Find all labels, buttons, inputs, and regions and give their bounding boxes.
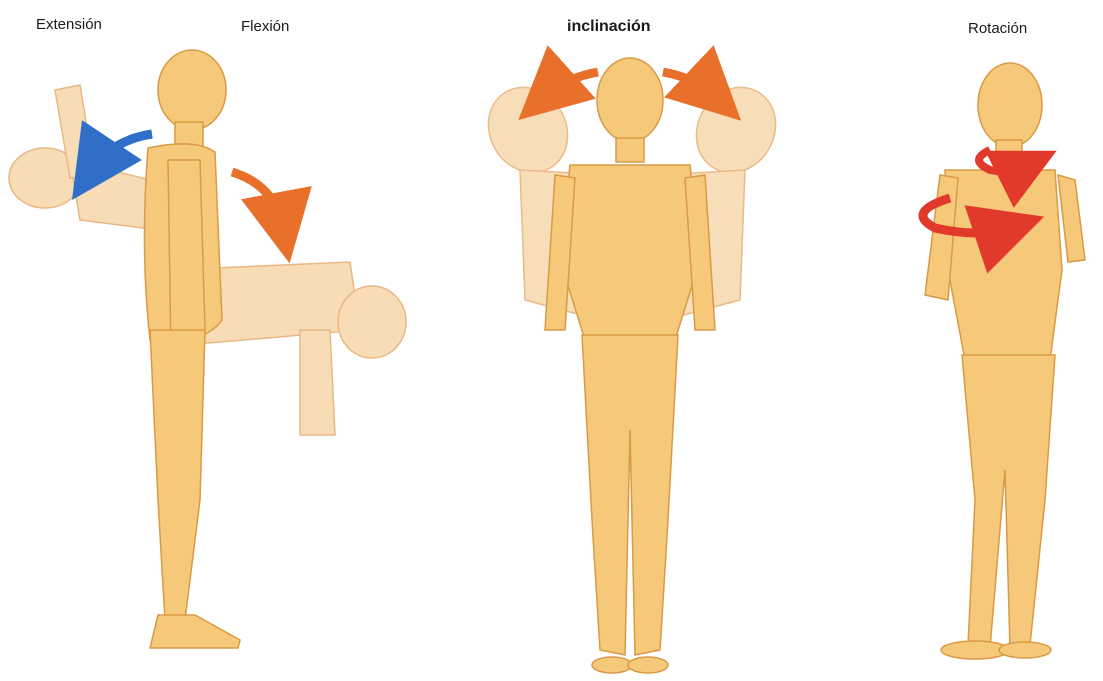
figure-rotation	[923, 63, 1085, 659]
inclination-arrow-left-icon	[545, 72, 598, 96]
figure-extension-flexion	[9, 50, 406, 648]
flexion-arrow-icon	[232, 172, 283, 228]
ghost-extension-pose	[9, 85, 158, 230]
figure-front-standing	[545, 58, 715, 673]
inclination-arrow-right-icon	[663, 72, 715, 96]
extension-arrow-icon	[92, 134, 152, 170]
figure-inclination	[473, 58, 791, 673]
figure-side-standing	[144, 50, 240, 648]
figure-rotation-body	[925, 63, 1085, 659]
